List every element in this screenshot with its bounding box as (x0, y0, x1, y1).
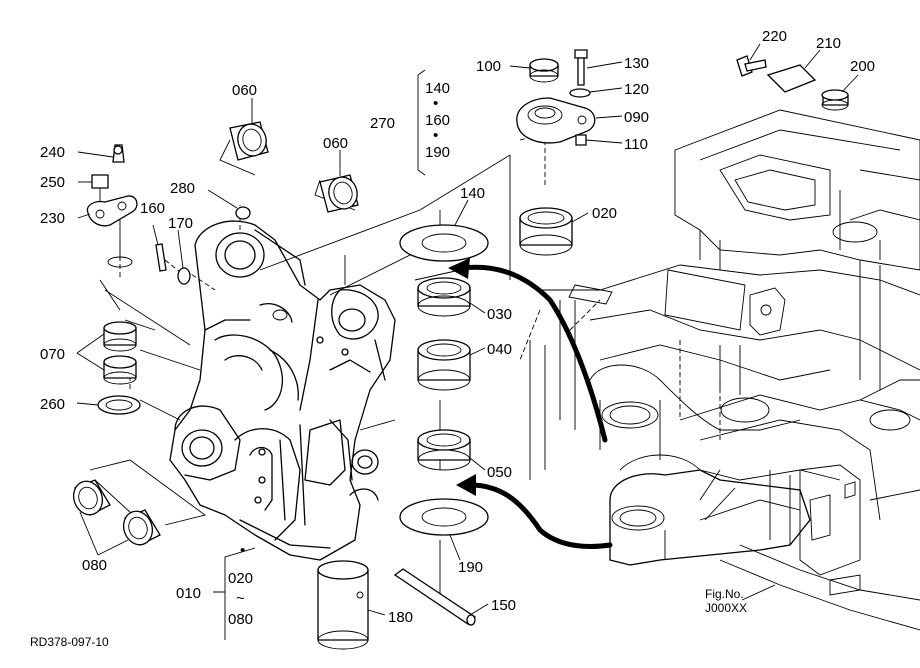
label-020-range: 020 (228, 570, 253, 587)
label-080: 080 (82, 557, 107, 574)
label-280: 280 (170, 180, 195, 197)
part-210-plate (766, 64, 817, 93)
part-070-bushings (103, 256, 137, 385)
part-080-bushings (72, 479, 161, 546)
part-030-seal (417, 277, 471, 317)
assembly-arrows (448, 258, 613, 549)
label-leaders (76, 43, 859, 640)
part-labels: 060 060 240 250 230 160 170 280 270 140 … (30, 28, 875, 649)
label-250: 250 (40, 174, 65, 191)
part-150-rod (393, 568, 477, 626)
label-160-group: 160 (425, 112, 450, 129)
part-180-pin (317, 560, 369, 650)
label-140: 140 (460, 185, 485, 202)
small-plate (568, 284, 613, 305)
label-180: 180 (388, 609, 413, 626)
part-040-bushing (417, 339, 471, 391)
part-090-retainer (516, 97, 596, 144)
part-060-bushing-a (229, 121, 269, 161)
label-060-b: 060 (323, 135, 348, 152)
label-240: 240 (40, 144, 65, 161)
part-230-plate (86, 195, 138, 227)
part-170-washer (177, 267, 191, 285)
label-010: 010 (176, 585, 201, 602)
label-070: 070 (40, 346, 65, 363)
label-260: 260 (40, 396, 65, 413)
part-120-washer (569, 88, 591, 98)
part-060-bushing-b (319, 174, 359, 213)
swing-bracket (169, 220, 396, 561)
label-270: 270 (370, 115, 395, 132)
part-190-washer (399, 498, 489, 536)
part-100-cap (529, 58, 559, 83)
label-230: 230 (40, 210, 65, 227)
label-080-range: 080 (228, 611, 253, 628)
label-170: 170 (168, 215, 193, 232)
part-050-seal (417, 429, 471, 471)
part-130-bolt (574, 49, 588, 86)
label-160-a: 160 (140, 200, 165, 217)
label-090: 090 (624, 109, 649, 126)
part-020-bushing (519, 207, 573, 256)
label-140-group: 140 (425, 80, 450, 97)
label-060-a: 060 (232, 82, 257, 99)
label-030: 030 (487, 306, 512, 323)
part-110-nut (575, 134, 587, 146)
part-140-washer (399, 224, 489, 262)
fig-no-label: Fig.No. (705, 587, 744, 601)
part-280-plug (235, 206, 251, 220)
label-120: 120 (624, 81, 649, 98)
label-130: 130 (624, 55, 649, 72)
range-tilde: ~ (236, 590, 245, 607)
label-220: 220 (762, 28, 787, 45)
label-050: 050 (487, 464, 512, 481)
label-150: 150 (491, 597, 516, 614)
label-190: 190 (458, 559, 483, 576)
dot-2: • (433, 127, 438, 144)
label-020: 020 (592, 205, 617, 222)
label-040: 040 (487, 341, 512, 358)
label-110: 110 (624, 136, 648, 153)
dot-1: • (433, 95, 438, 112)
dot-3: • (240, 542, 245, 559)
part-260-shim (97, 395, 141, 415)
part-200-cap (821, 89, 849, 111)
label-200: 200 (850, 58, 875, 75)
parts (72, 49, 849, 650)
fig-code: J000XX (705, 601, 747, 615)
label-100: 100 (476, 58, 501, 75)
label-210: 210 (816, 35, 841, 52)
drawing-reference: RD378-097-10 (30, 635, 109, 649)
part-160-pin (155, 243, 167, 272)
part-240-grease-nipple (112, 144, 125, 163)
part-220-bolt (736, 55, 767, 77)
machine-frame (519, 109, 920, 631)
label-190-group: 190 (425, 144, 450, 161)
